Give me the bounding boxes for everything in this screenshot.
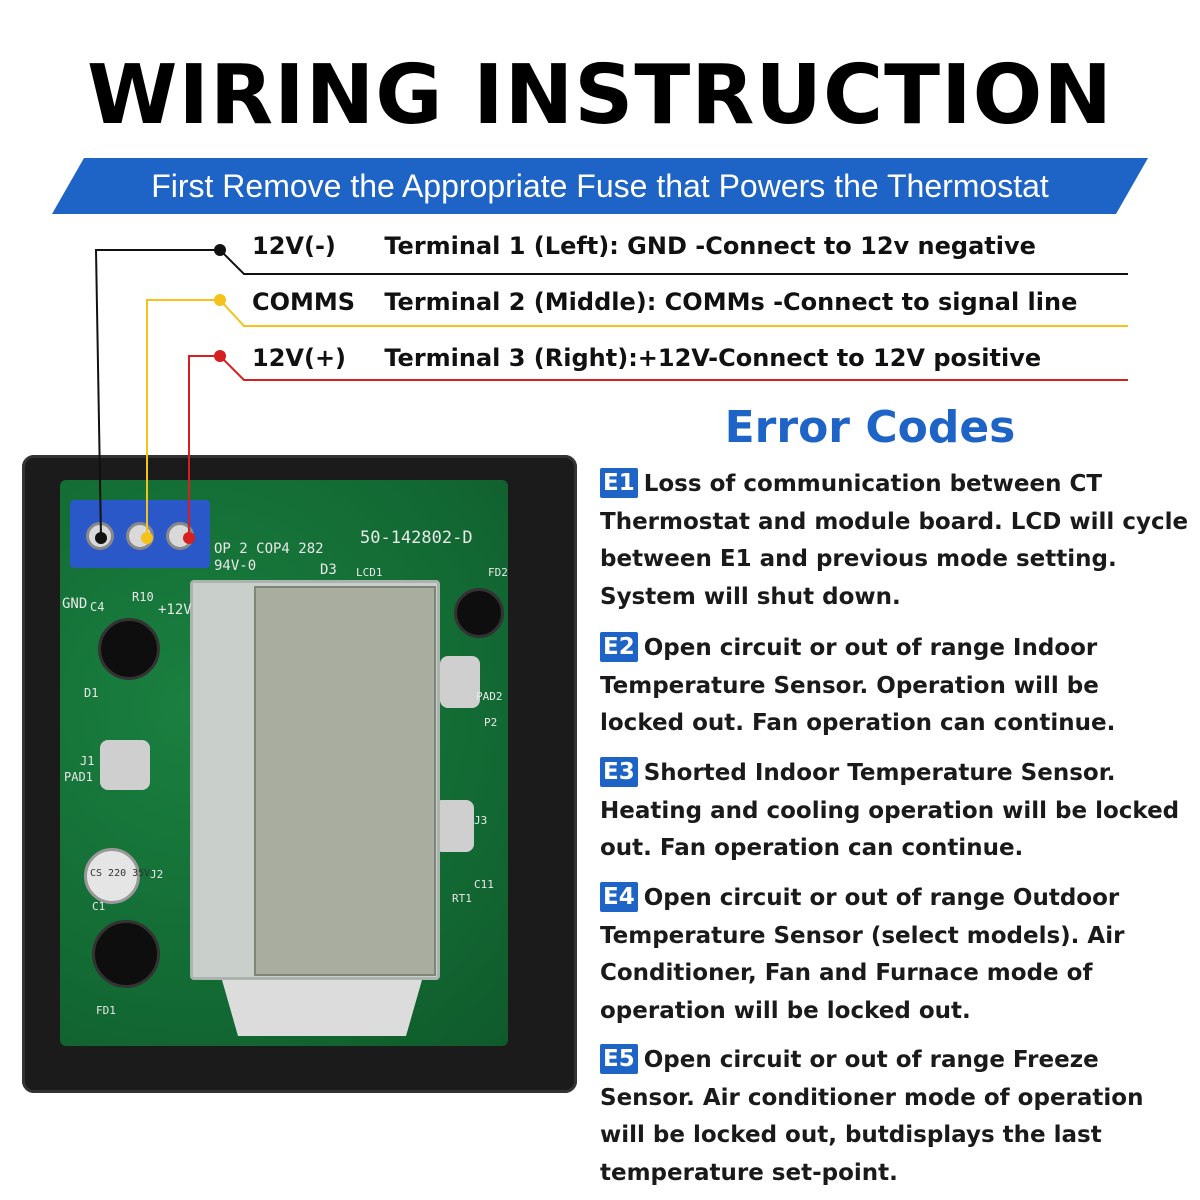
wire-instruction-2: COMMS Terminal 2 (Middle): COMMs -Connec…	[252, 288, 1077, 316]
board-label-c1: C1	[92, 900, 106, 913]
banner-text: First Remove the Appropriate Fuse that P…	[151, 168, 1049, 204]
board-label-plus12v: +12V	[158, 602, 192, 618]
lcd-display	[254, 586, 436, 976]
board-label-c4: C4	[90, 600, 105, 614]
wire-text: Terminal 1 (Left): GND -Connect to 12v n…	[384, 232, 1036, 260]
wire-red	[183, 350, 1128, 544]
error-codes-heading: Error Codes	[724, 402, 1016, 453]
mounting-hole-bottom-left	[92, 920, 160, 988]
mounting-hole-top-left	[98, 618, 160, 680]
error-code-badge: E3	[600, 757, 638, 787]
board-label-j2: J2	[150, 868, 164, 881]
error-code-description: Open circuit or out of range Outdoor Tem…	[600, 885, 1125, 1024]
error-code-description: Open circuit or out of range Freeze Sens…	[600, 1047, 1144, 1186]
board-label-r10: R10	[132, 590, 154, 604]
board-label-gnd: GND	[62, 596, 88, 612]
wire-black	[94, 244, 1128, 544]
capacitor-label: CS 220 35V	[90, 868, 151, 879]
wire-tag: 12V(+)	[252, 344, 347, 372]
wire-tag: COMMS	[252, 288, 356, 316]
board-label-d1: D1	[84, 686, 99, 700]
part-number-label: 50-142802-D	[360, 528, 473, 548]
wire-instruction-1: 12V(-) Terminal 1 (Left): GND -Connect t…	[252, 232, 1036, 260]
error-code-badge: E1	[600, 468, 638, 498]
error-code-badge: E2	[600, 632, 638, 662]
board-label-fd1: FD1	[96, 1004, 116, 1017]
pad-right-top	[440, 656, 480, 708]
mounting-hole-top-right	[454, 588, 504, 638]
error-code-badge: E4	[600, 882, 638, 912]
fuse-warning-banner: First Remove the Appropriate Fuse that P…	[52, 158, 1148, 214]
board-label-rating: 94V-0	[214, 558, 257, 574]
capacitor	[84, 848, 140, 904]
error-code-description: Open circuit or out of range Indoor Temp…	[600, 635, 1116, 736]
wire-tag: 12V(-)	[252, 232, 336, 260]
board-label-fd2: FD2	[488, 566, 508, 579]
wire-yellow	[141, 294, 1128, 544]
board-label-c11: C11	[474, 878, 494, 891]
error-code-description: Shorted Indoor Temperature Sensor. Heati…	[600, 760, 1180, 861]
page-title: WIRING INSTRUCTION	[87, 48, 1113, 143]
board-label-j3: J3	[474, 814, 488, 827]
wire-text: Terminal 2 (Middle): COMMs -Connect to s…	[384, 288, 1078, 316]
pad-right-bottom	[434, 800, 474, 852]
board-label-p2: P2	[484, 716, 498, 729]
error-code-badge: E5	[600, 1044, 638, 1074]
pad-left	[100, 740, 150, 790]
board-label-pad1: PAD1	[64, 770, 93, 784]
board-label-pad2: PAD2	[476, 690, 503, 703]
board-label-d3: D3	[320, 562, 337, 578]
error-code-description: Loss of communication between CT Thermos…	[600, 471, 1189, 610]
wire-instruction-3: 12V(+) Terminal 3 (Right):+12V-Connect t…	[252, 344, 1041, 372]
board-label-rt1: RT1	[452, 892, 472, 905]
board-label-lcd1: LCD1	[356, 566, 383, 579]
board-label-cop: OP 2 COP4 282	[214, 541, 324, 557]
board-label-j1: J1	[80, 754, 95, 768]
lcd-ribbon	[222, 980, 422, 1036]
wire-text: Terminal 3 (Right):+12V-Connect to 12V p…	[384, 344, 1042, 372]
